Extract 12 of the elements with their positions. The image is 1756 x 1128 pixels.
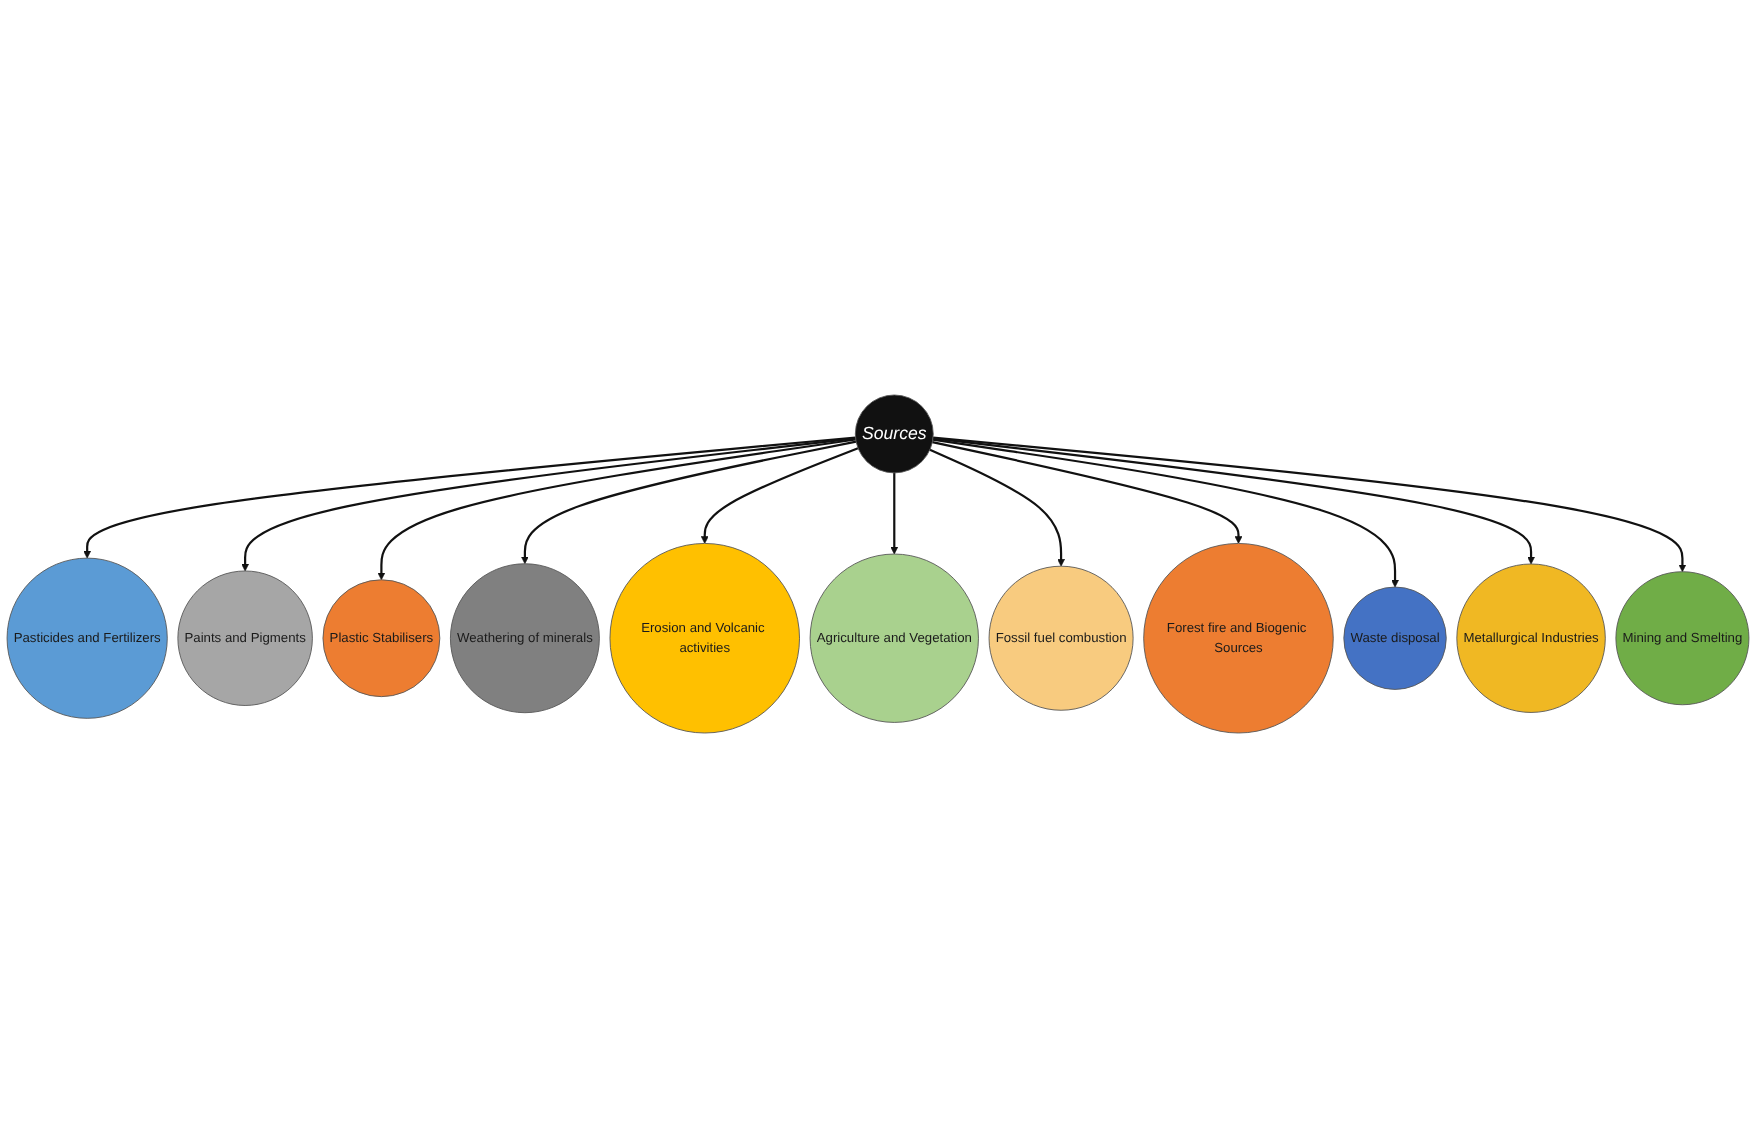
arrow (521, 440, 857, 565)
node-circle: Sources (854, 394, 934, 474)
arrow (241, 437, 856, 572)
arrow (700, 447, 859, 544)
arrow (377, 438, 856, 581)
arrow (890, 472, 899, 555)
arrow (932, 436, 1687, 573)
arrow (932, 437, 1535, 565)
arrow (929, 448, 1065, 567)
arrow (932, 438, 1399, 588)
arrow (83, 436, 856, 559)
arrow (932, 441, 1243, 544)
